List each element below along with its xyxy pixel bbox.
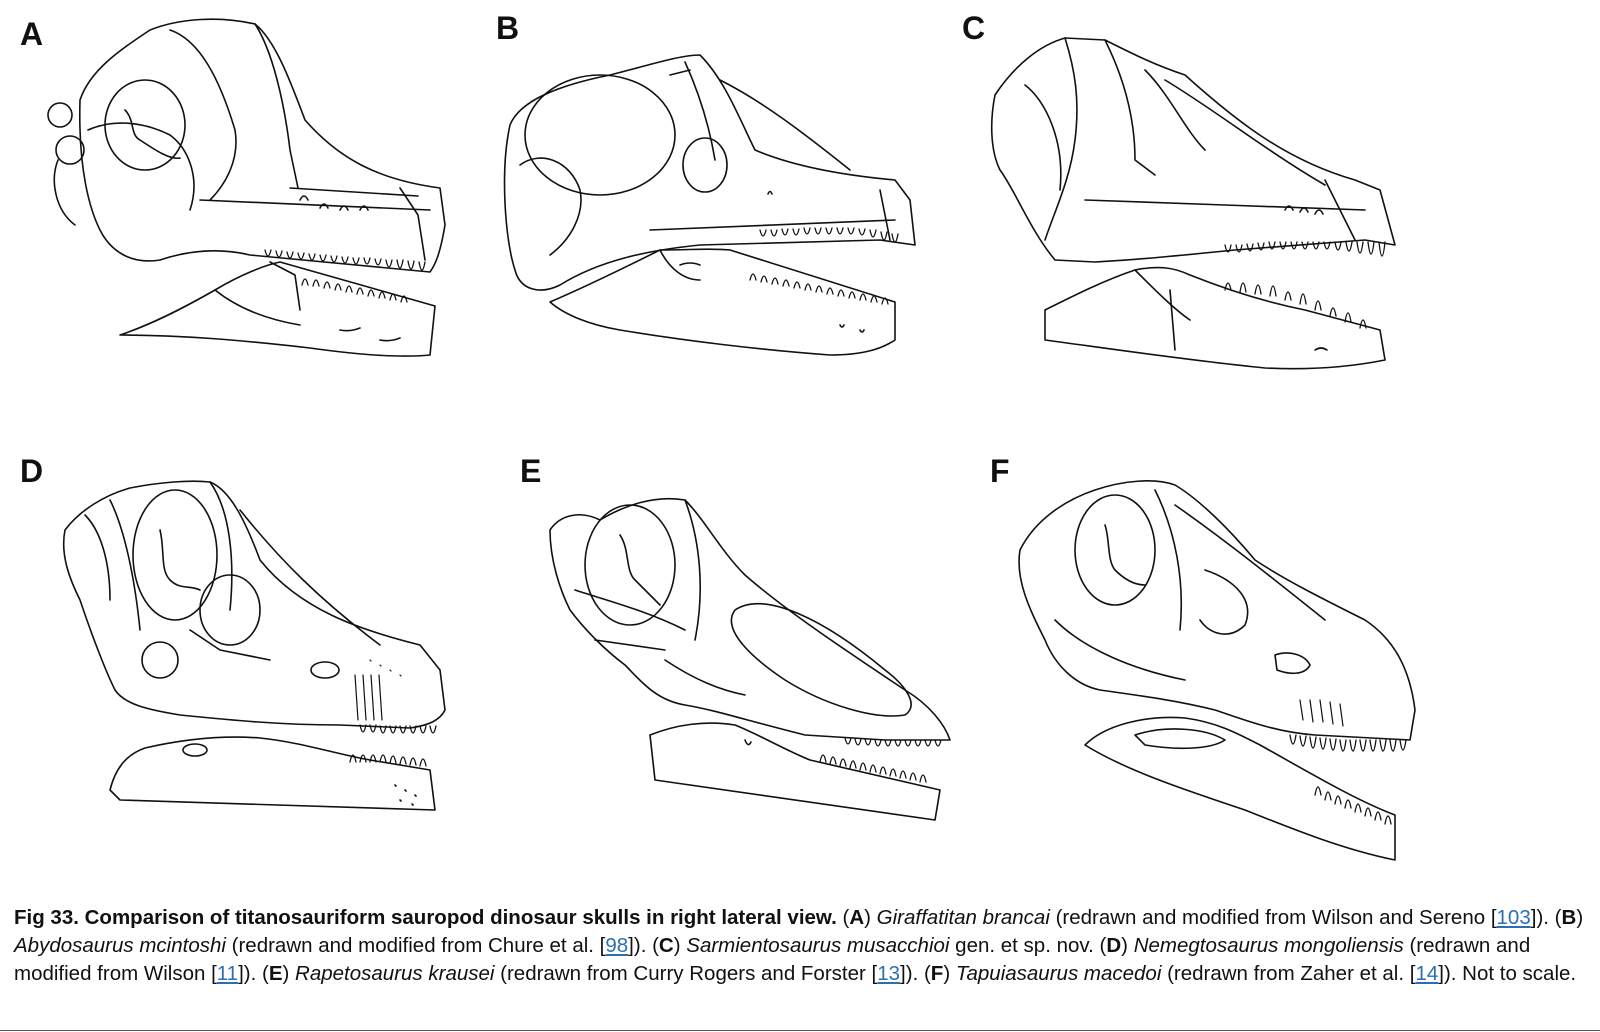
caption-species-name: Nemegtosaurus mongoliensis (1133, 934, 1404, 957)
caption-species-name: Rapetosaurus krausei (295, 962, 495, 985)
caption-text: gen. et sp. nov. ( (949, 934, 1107, 957)
caption-text: ) (282, 962, 296, 985)
figure-caption: Fig 33. Comparison of titanosauriform sa… (14, 904, 1584, 988)
caption-text: ) (1121, 934, 1134, 957)
caption-text: ) (864, 906, 877, 929)
caption-species-name: Giraffatitan brancai (876, 906, 1050, 929)
caption-text: (redrawn from Curry Rogers and Forster [ (494, 962, 878, 985)
caption-text: (redrawn and modified from Wilson [ (14, 934, 1531, 985)
panel-label-c: C (962, 10, 986, 46)
citation-link[interactable]: 14 (1415, 962, 1439, 985)
caption-text: ) (1576, 906, 1584, 929)
caption-species-name: Tapuiasaurus macedoi (955, 962, 1162, 985)
caption-text: ) (673, 934, 687, 957)
citation-link[interactable]: 13 (877, 962, 901, 985)
panel-label-f: F (990, 453, 1010, 489)
caption-text: (redrawn from Zaher et al. [ (1161, 962, 1416, 985)
skull-drawing-f (1015, 470, 1445, 870)
caption-species-name: Abydosaurus mcintoshi (14, 934, 226, 957)
panel-label-e: E (520, 453, 542, 489)
panel-label-b: B (496, 10, 520, 46)
caption-panel-ref: F (930, 962, 944, 985)
bottom-rule (0, 1030, 1600, 1031)
panel-label-a: A (20, 16, 44, 52)
skull-drawing-e (545, 490, 965, 840)
caption-text: ]). Not to scale. (1438, 962, 1577, 985)
caption-text: (redrawn and modified from Chure et al. … (225, 934, 606, 957)
caption-panel-ref: A (849, 906, 865, 929)
caption-lead: Fig 33. Comparison of titanosauriform sa… (14, 906, 837, 929)
skull-drawing-b (500, 40, 930, 370)
caption-text: (redrawn and modified from Wilson and Se… (1049, 906, 1497, 929)
caption-species-name: Sarmientosaurus musacchioi (686, 934, 950, 957)
skull-drawing-c (985, 30, 1415, 380)
caption-panel-ref: C (658, 934, 674, 957)
caption-text: ]). ( (1530, 906, 1562, 929)
caption-text: ]). ( (628, 934, 659, 957)
skull-drawing-d (50, 470, 470, 820)
panel-label-d: D (20, 453, 44, 489)
caption-text: ]). ( (238, 962, 269, 985)
citation-link[interactable]: 98 (605, 934, 629, 957)
caption-panel-ref: B (1561, 906, 1577, 929)
caption-text: ( (836, 906, 850, 929)
caption-text: ) (943, 962, 956, 985)
caption-body: (A) Giraffatitan brancai (redrawn and mo… (14, 906, 1583, 985)
citation-link[interactable]: 11 (216, 962, 239, 985)
caption-panel-ref: D (1106, 934, 1122, 957)
skull-drawing-a (40, 10, 460, 370)
citation-link[interactable]: 103 (1496, 906, 1531, 929)
caption-text: ]). ( (900, 962, 931, 985)
caption-panel-ref: E (268, 962, 283, 985)
